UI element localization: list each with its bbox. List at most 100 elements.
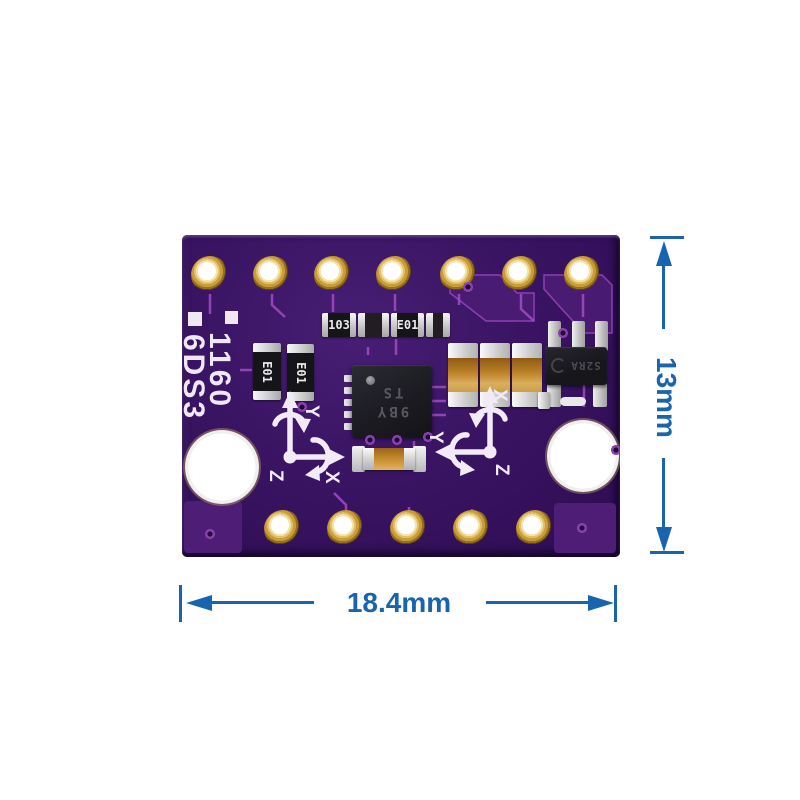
capacitor-terminal xyxy=(382,313,389,337)
capacitor-body xyxy=(512,358,542,392)
pin-pad-top xyxy=(564,256,602,294)
resistor-terminal xyxy=(287,392,314,401)
resistor-terminal xyxy=(349,313,356,337)
capacitor-terminal xyxy=(426,313,433,337)
dimension-tick-right xyxy=(614,585,617,622)
dimension-arrow-right-icon xyxy=(588,595,614,611)
axis-label-z-left: Z xyxy=(265,470,286,482)
via xyxy=(364,434,376,446)
resistor-terminal xyxy=(253,343,281,352)
dimension-line-vertical-lower xyxy=(662,458,665,529)
component-terminal xyxy=(538,400,550,409)
capacitor-body xyxy=(365,313,382,337)
via xyxy=(610,444,620,456)
capacitor-terminal xyxy=(443,313,450,337)
solder-pad xyxy=(352,446,365,472)
dimension-tick-top xyxy=(650,236,684,239)
chip-pin xyxy=(344,375,354,382)
capacitor-terminal xyxy=(363,448,374,470)
regulator-pin xyxy=(547,383,561,407)
capacitor-body xyxy=(448,358,478,392)
smd-resistor-e01: E01 xyxy=(391,313,424,337)
axis-label-y-right: Y xyxy=(425,431,446,444)
dimension-arrow-up-icon xyxy=(656,241,672,266)
axis-label-x-right: X xyxy=(489,389,510,402)
dimension-tick-bottom xyxy=(650,551,684,554)
axis-label-y-left: Y xyxy=(301,405,322,418)
pin-pad-top xyxy=(191,256,229,294)
via xyxy=(391,434,403,446)
pin-pad-top xyxy=(253,256,291,294)
resistor-terminal xyxy=(253,391,281,400)
capacitor-terminal xyxy=(512,392,542,407)
pin-pad-top xyxy=(314,256,352,294)
voltage-regulator: S2RA xyxy=(545,347,607,385)
mounting-hole-left xyxy=(185,430,259,504)
silkscreen-square xyxy=(188,312,202,326)
via xyxy=(296,401,308,413)
capacitor-body xyxy=(480,358,510,392)
regulator-pin xyxy=(593,383,607,407)
axis-label-z-right: Z xyxy=(491,464,512,476)
capacitor-terminal xyxy=(512,343,542,358)
capacitor-terminal xyxy=(404,448,415,470)
chip-pin xyxy=(344,387,354,394)
axis-orientation-silkscreen xyxy=(272,386,508,481)
smd-resistor-103: 103 xyxy=(322,313,356,337)
resistor-terminal xyxy=(287,344,314,353)
resistor-terminal xyxy=(391,313,397,337)
silkscreen-square xyxy=(225,311,238,324)
solder-pad xyxy=(413,446,426,472)
dimension-line-horizontal-right xyxy=(486,601,588,604)
regulator-pin xyxy=(572,321,585,351)
smd-capacitor-horizontal xyxy=(363,448,415,470)
chip-pin xyxy=(344,399,354,406)
resistor-terminal xyxy=(322,313,329,337)
smd-capacitor-dark xyxy=(426,313,450,337)
imu-chip: 9BY TS xyxy=(352,365,432,437)
chip-pin xyxy=(344,411,354,418)
height-dimension-label: 13mm xyxy=(651,357,682,438)
resistor-label: 103 xyxy=(328,313,350,337)
dimension-line-vertical-upper xyxy=(662,264,665,329)
pin-pad-bottom xyxy=(390,510,428,548)
pin-pad-bottom xyxy=(327,510,365,548)
width-dimension-label: 18.4mm xyxy=(346,587,452,618)
smd-capacitor-dark xyxy=(358,313,389,337)
via xyxy=(557,327,569,339)
pin-pad-bottom xyxy=(453,510,491,548)
resistor-label: E01 xyxy=(287,353,314,392)
chip-pin1-dot xyxy=(366,376,375,385)
via xyxy=(422,431,434,443)
resistor-label: E01 xyxy=(396,313,419,337)
pin-pad-bottom xyxy=(516,510,554,548)
axis-label-x-left: X xyxy=(321,471,342,484)
dimension-arrow-down-icon xyxy=(656,527,672,552)
dimension-arrow-left-icon xyxy=(186,595,212,611)
capacitor-terminal xyxy=(448,343,478,358)
pin-pad-top xyxy=(502,256,540,294)
smd-component-small xyxy=(538,392,550,409)
capacitor-body xyxy=(433,313,443,337)
pin-pad-top xyxy=(376,256,414,294)
capacitor-body xyxy=(374,448,404,470)
smd-capacitor-tantalum xyxy=(480,343,510,407)
capacitor-terminal xyxy=(480,343,510,358)
pin-pad-bottom xyxy=(264,510,302,548)
mounting-hole-right xyxy=(547,420,619,492)
via xyxy=(462,281,474,293)
capacitor-terminal xyxy=(358,313,365,337)
dimension-line-horizontal-left xyxy=(210,601,314,604)
resistor-terminal xyxy=(418,313,424,337)
chip-pin xyxy=(344,423,354,430)
resistor-label: E01 xyxy=(253,352,281,391)
via xyxy=(576,522,588,534)
smd-capacitor-tantalum xyxy=(448,343,478,407)
regulator-pin xyxy=(595,321,608,351)
smd-resistor-vertical: E01 xyxy=(253,343,281,400)
component-terminal xyxy=(538,392,550,401)
smd-capacitor-tantalum xyxy=(512,343,542,407)
via xyxy=(204,528,216,540)
smd-resistor-vertical: E01 xyxy=(287,344,314,401)
